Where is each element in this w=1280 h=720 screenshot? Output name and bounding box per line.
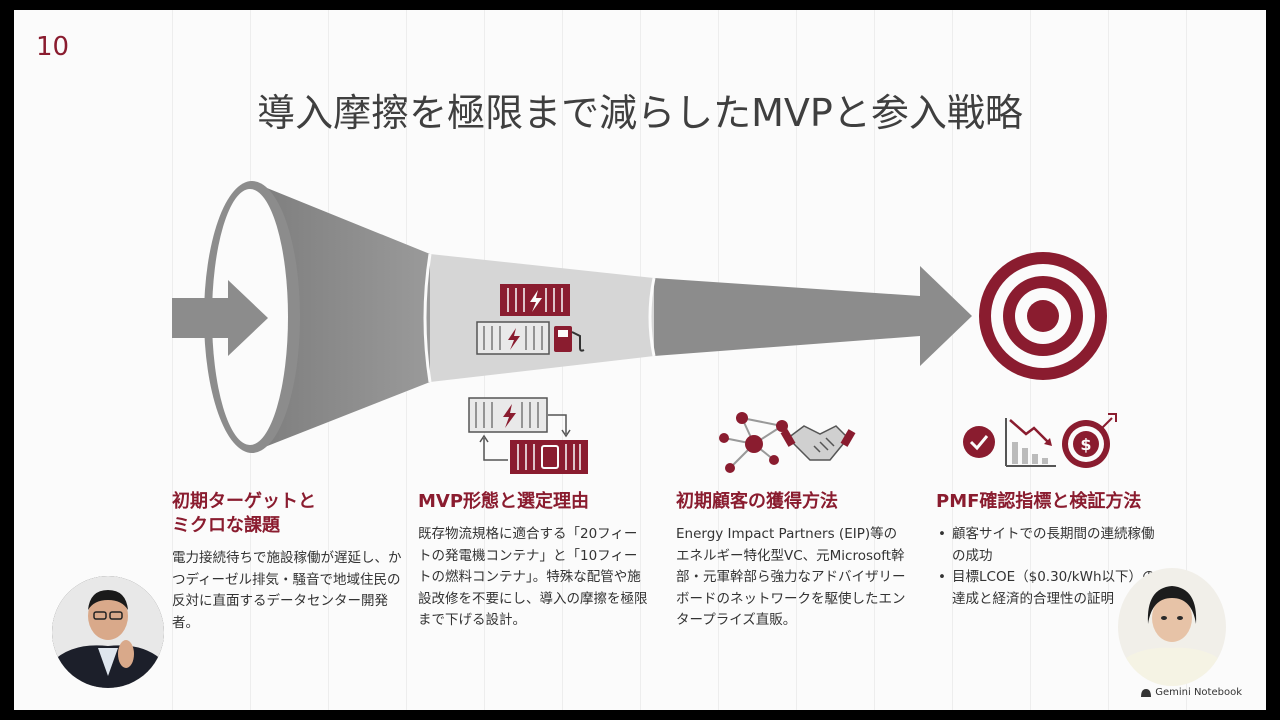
list-item: 顧客サイトでの長期間の連続稼働の成功 xyxy=(936,524,1166,567)
list-item: 目標LCOE（$0.30/kWh以下）の達成と経済的合理性の証明 xyxy=(936,567,1166,610)
grid-line xyxy=(874,10,875,710)
column-heading: MVP形態と選定理由 xyxy=(418,491,590,512)
brand-logo: Gemini Notebook xyxy=(1141,687,1242,698)
grid-line xyxy=(172,10,173,710)
dollar-target-icon: $ xyxy=(1062,413,1117,468)
container-lightning-icon xyxy=(468,397,588,474)
grid-line xyxy=(1186,10,1187,710)
heading-line: ミクロな課題 xyxy=(172,515,280,536)
avatar xyxy=(1118,568,1226,686)
slide-title: 導入摩擦を極限まで減らしたMVPと参入戦略 xyxy=(257,91,1023,135)
participant-video-left xyxy=(52,576,164,688)
brand-label: Gemini Notebook xyxy=(1155,687,1242,698)
column-heading: PMF確認指標と検証方法 xyxy=(936,491,1142,512)
svg-text:$: $ xyxy=(1080,435,1091,454)
slide: 10 導入摩擦を極限まで減らしたMVPと参入戦略 xyxy=(14,10,1266,710)
fuel-pump-icon xyxy=(554,326,585,352)
pmf-list: 顧客サイトでの長期間の連続稼働の成功 目標LCOE（$0.30/kWh以下）の達… xyxy=(936,524,1166,610)
container-lightning-icon xyxy=(476,284,570,355)
arrow-right-icon xyxy=(172,280,268,356)
column-heading: 初期ターゲットと ミクロな課題 xyxy=(172,490,402,538)
column-pmf: PMF確認指標と検証方法 顧客サイトでの長期間の連続稼働の成功 目標LCOE（$… xyxy=(936,490,1166,610)
column-body: 既存物流規格に適合する「20フィートの発電機コンテナ」と「10フィートの燃料コン… xyxy=(418,526,648,628)
column-body: Energy Impact Partners (EIP)等のエネルギー特化型VC… xyxy=(676,526,906,628)
grid-line xyxy=(718,10,719,710)
column-mvp: MVP形態と選定理由 既存物流規格に適合する「20フィートの発電機コンテナ」と「… xyxy=(418,490,648,632)
network-nodes-icon xyxy=(719,412,788,473)
column-target: 初期ターゲットと ミクロな課題 電力接続待ちで施設稼働が遅延し、かつディーゼル排… xyxy=(172,490,402,634)
grid-line xyxy=(1108,10,1109,710)
page-number: 10 xyxy=(36,32,70,62)
heading-line: 初期ターゲットと xyxy=(172,491,316,512)
grid-line xyxy=(796,10,797,710)
grid-line xyxy=(640,10,641,710)
column-acquisition: 初期顧客の獲得方法 Energy Impact Partners (EIP)等の… xyxy=(676,490,906,632)
grid-line xyxy=(952,10,953,710)
column-body: 電力接続待ちで施設稼働が遅延し、かつディーゼル排気・騒音で地域住民の反対に直面す… xyxy=(172,550,402,631)
column-heading: 初期顧客の獲得方法 xyxy=(676,491,838,512)
avatar xyxy=(52,576,164,688)
target-icon xyxy=(979,252,1107,380)
funnel-graphic: $ xyxy=(172,181,1117,474)
declining-chart-icon xyxy=(1005,418,1056,467)
check-circle-icon xyxy=(963,426,995,458)
funnel-icon xyxy=(204,181,972,453)
handshake-icon xyxy=(780,425,856,461)
notebook-icon xyxy=(1141,688,1152,697)
participant-video-right xyxy=(1118,568,1226,686)
